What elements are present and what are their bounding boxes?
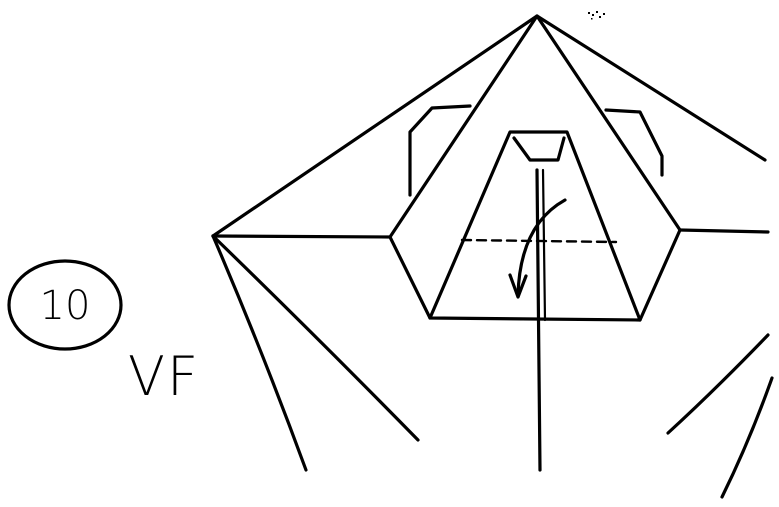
hexagon-flap xyxy=(390,16,680,320)
hexagon-lower-left-edge xyxy=(390,237,430,318)
left-horizontal-edge xyxy=(213,236,390,237)
hexagon-lower-right-edge xyxy=(640,230,680,320)
lower-right-inner-edge xyxy=(668,335,768,433)
scan-speckles xyxy=(588,11,605,20)
hexagon-upper-right-edge xyxy=(537,16,680,230)
left-ear-flap xyxy=(410,106,470,195)
right-ear-flap xyxy=(606,110,662,175)
outer-kite-edges xyxy=(213,16,768,237)
step-number: 10 xyxy=(40,283,91,329)
lower-edges xyxy=(213,236,772,497)
lower-right-outer-edge xyxy=(722,378,772,497)
center-crease-line xyxy=(537,170,540,470)
trapezoid-top-notch xyxy=(514,138,564,160)
fold-type-label: VF xyxy=(128,345,200,408)
hexagon-upper-left-edge xyxy=(390,16,537,237)
lower-left-outer-edge xyxy=(213,236,306,470)
lower-left-inner-edge xyxy=(213,236,418,440)
step-badge: 10 xyxy=(9,261,121,349)
upper-left-edge xyxy=(213,16,537,236)
center-crease-line-inner xyxy=(543,170,545,320)
right-horizontal-edge xyxy=(680,230,768,232)
